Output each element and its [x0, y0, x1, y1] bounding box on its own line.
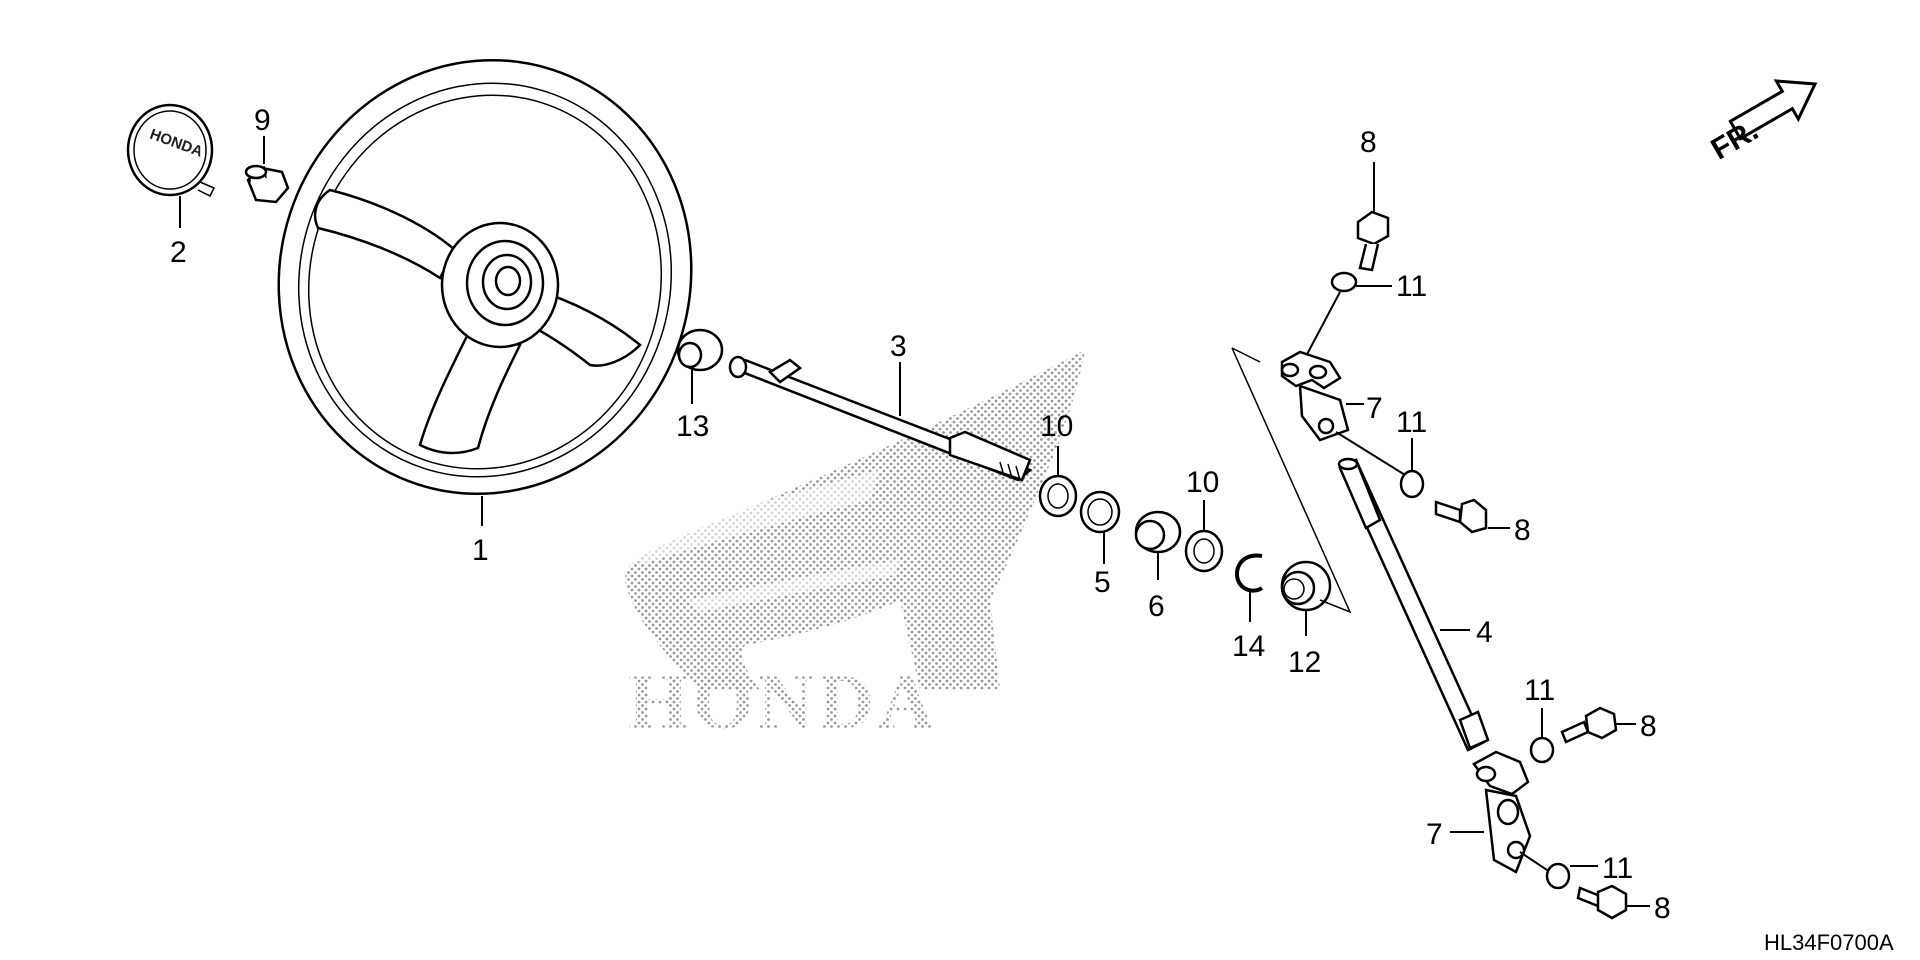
callout-14: 14 [1232, 630, 1265, 663]
callout-1: 1 [472, 534, 489, 567]
bolt-8a-part [1356, 210, 1390, 272]
callout-8b: 8 [1514, 514, 1531, 547]
callout-11b: 11 [1396, 406, 1427, 439]
washer-11c-part [1529, 736, 1555, 764]
diagram-code: HL34F0700A [1764, 930, 1894, 955]
bolt-8c-part [1560, 706, 1618, 744]
callout-5: 5 [1094, 566, 1111, 599]
callout-12: 12 [1288, 646, 1321, 679]
universal-joint-upper-part [1280, 350, 1350, 442]
callout-3: 3 [890, 330, 907, 363]
upper-shaft-part [728, 355, 1033, 482]
callout-10a: 10 [1040, 410, 1073, 443]
callout-8d: 8 [1654, 892, 1671, 925]
callout-7a: 7 [1366, 392, 1383, 425]
callout-2: 2 [170, 236, 187, 269]
bolt-8d-part [1576, 884, 1628, 920]
callout-4: 4 [1476, 616, 1493, 649]
callout-13: 13 [676, 410, 709, 443]
washer-11a-part [1330, 271, 1358, 293]
bolt-8b-part [1434, 498, 1488, 534]
washer-10a-part [1038, 474, 1078, 518]
universal-joint-lower-part [1472, 750, 1532, 874]
collar-part [1134, 510, 1182, 554]
circlip-part [1234, 553, 1264, 593]
bushing-part [676, 328, 724, 372]
callout-10b: 10 [1186, 466, 1219, 499]
steering-cap-part: HONDA [126, 103, 216, 198]
callout-9: 9 [254, 104, 271, 137]
steering-wheel-part [277, 58, 693, 496]
bushing-5-part [1079, 490, 1121, 534]
seal-part [1280, 560, 1332, 612]
lower-shaft-part [1337, 457, 1490, 752]
assembly-bracket-line [1231, 347, 1352, 614]
callout-11a: 11 [1396, 270, 1427, 303]
washer-11b-part [1399, 469, 1425, 499]
callout-8c: 8 [1640, 710, 1657, 743]
washer-10b-part [1184, 529, 1224, 573]
callout-8a: 8 [1360, 126, 1377, 159]
watermark-text: HONDA [628, 658, 938, 745]
callout-11d: 11 [1602, 852, 1633, 885]
washer-11d-part [1545, 862, 1571, 890]
front-direction-arrow-icon [1728, 79, 1818, 141]
nut-part [244, 164, 290, 204]
callout-11c: 11 [1524, 674, 1555, 707]
callout-7b: 7 [1426, 818, 1443, 851]
callout-6: 6 [1148, 590, 1165, 623]
